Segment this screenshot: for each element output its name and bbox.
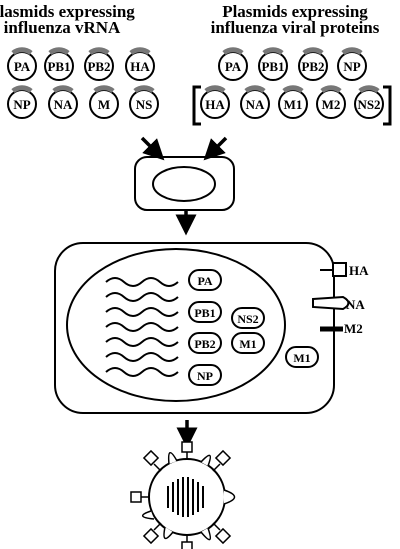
plasmid-ns2-protein: NS2 — [354, 85, 384, 119]
plasmid-label: PB2 — [87, 59, 110, 74]
plasmid-np-vrna: NP — [7, 85, 37, 119]
protein-label: M1 — [239, 337, 256, 351]
plasmid-label: NS — [136, 97, 153, 112]
plasmid-label: PB1 — [47, 59, 70, 74]
protein-label: PA — [197, 274, 212, 288]
protein-label: M1 — [293, 351, 310, 365]
plasmid-pb2-vrna: PB2 — [84, 47, 114, 81]
plasmid-label: PB2 — [301, 59, 324, 74]
plasmid-label: NP — [13, 97, 30, 112]
right-bracket — [383, 85, 392, 126]
transfection-arrow-right — [203, 136, 228, 161]
plasmid-pa-vrna: PA — [7, 47, 37, 81]
nucleus-protein-pa: PA — [188, 269, 222, 291]
plasmid-na-protein: NA — [240, 85, 270, 119]
infected-cell: PA PB1 NS2 PB2 M1 NP M1 HA — [54, 242, 369, 414]
plasmid-pb1-vrna: PB1 — [44, 47, 74, 81]
plasmid-label: NS2 — [357, 97, 380, 112]
nucleus-protein-pb1: PB1 — [188, 301, 222, 323]
plasmid-ns-vrna: NS — [129, 85, 159, 119]
plasmid-label: M2 — [322, 97, 341, 112]
plasmid-label: NP — [343, 59, 360, 74]
plasmid-pb2-protein: PB2 — [298, 47, 328, 81]
plasmid-label: M — [98, 97, 110, 112]
membrane-m2: M2 — [320, 321, 363, 336]
left-title-line1: Plasmids expressing — [0, 2, 135, 21]
transfected-cell — [134, 156, 235, 211]
cytoplasm-protein-m1: M1 — [285, 346, 319, 368]
plasmid-label: HA — [130, 59, 150, 74]
protein-label: NP — [197, 369, 213, 383]
left-bracket — [192, 85, 201, 126]
protein-label: PB1 — [194, 306, 215, 320]
vrna-plasmid-grid: PA PB1 PB2 HA NP NA — [7, 47, 159, 119]
plasmid-label: M1 — [284, 97, 303, 112]
transfection-arrow-left — [140, 136, 165, 161]
plasmid-pa-protein: PA — [218, 47, 248, 81]
membrane-label: NA — [346, 297, 365, 312]
plasmid-label: HA — [205, 97, 225, 112]
left-title-line2: influenza vRNA — [4, 18, 121, 37]
plasmid-ha-vrna: HA — [125, 47, 155, 81]
vrna-waves — [105, 277, 179, 377]
plasmid-label: NA — [246, 97, 265, 112]
plasmid-na-vrna: NA — [48, 85, 78, 119]
membrane-label: M2 — [344, 321, 363, 336]
membrane-label: HA — [349, 263, 369, 278]
plasmid-m-vrna: M — [89, 85, 119, 119]
plasmid-m1-protein: M1 — [278, 85, 308, 119]
plasmid-label: NA — [54, 97, 73, 112]
right-title-line1: Plasmids expressing — [222, 2, 368, 21]
protein-label: NS2 — [237, 312, 258, 326]
nucleus-protein-pb2: PB2 — [188, 332, 222, 354]
virion — [130, 441, 236, 549]
plasmid-ha-protein: HA — [200, 85, 230, 119]
nucleus-protein-ns2: NS2 — [231, 307, 265, 329]
plasmid-label: PB1 — [261, 59, 284, 74]
plasmid-np-protein: NP — [337, 47, 367, 81]
plasmid-m2-protein: M2 — [316, 85, 346, 119]
protein-label: PB2 — [194, 337, 215, 351]
nucleus-protein-np: NP — [188, 364, 222, 386]
protein-plasmid-grid: PA PB1 PB2 NP HA NA — [192, 47, 392, 126]
membrane-ha: HA — [320, 262, 369, 278]
plasmid-pb1-protein: PB1 — [258, 47, 288, 81]
plasmid-label: PA — [225, 59, 242, 74]
plasmid-label: PA — [14, 59, 31, 74]
right-title-line2: influenza viral proteins — [211, 18, 380, 37]
nucleus-protein-m1: M1 — [231, 332, 265, 354]
membrane-na: NA — [312, 295, 365, 312]
